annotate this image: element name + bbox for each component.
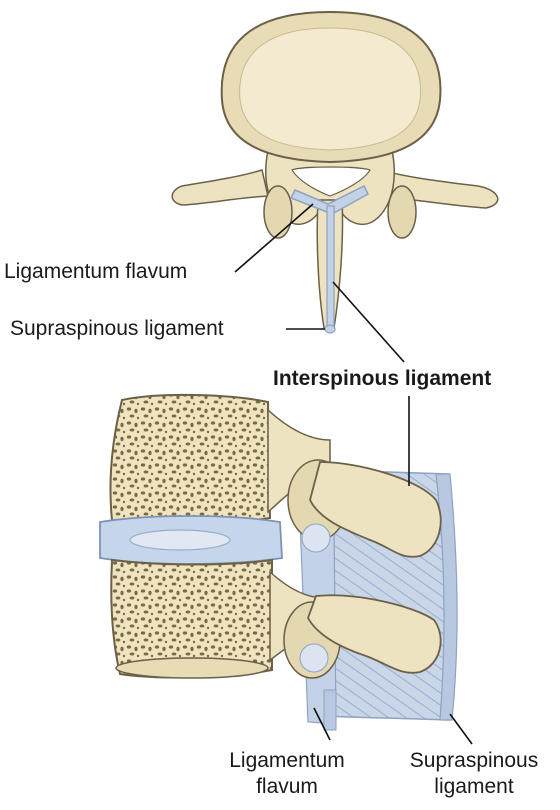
- upper-articular-facet: [301, 523, 331, 553]
- label-bottom-supraspinous-line2: ligament: [434, 775, 514, 798]
- label-top-supraspinous-ligament: Supraspinous ligament: [10, 317, 224, 340]
- vertebral-body-top-inner: [239, 27, 422, 151]
- leader-lines: [234, 203, 473, 745]
- label-bottom-ligamentum-line1: Ligamentum: [229, 749, 345, 772]
- lateral-spine-segment: [99, 393, 458, 731]
- leader-interspinous-top: [332, 281, 405, 363]
- label-bottom-supraspinous-line1: Supraspinous: [409, 749, 539, 772]
- lower-spinous-process: [307, 594, 442, 674]
- label-bottom-supraspinous-ligament: Supraspinous ligament: [394, 748, 554, 800]
- supraspinous-ligament-band: [435, 473, 458, 721]
- leader-top-ligamentum-flavum: [234, 203, 314, 273]
- label-interspinous-ligament: Interspinous ligament: [273, 367, 492, 390]
- top-vertebra: [171, 10, 499, 334]
- left-articular-process: [263, 185, 293, 239]
- leader-bottom-ligamentum-flavum: [313, 707, 331, 741]
- top-interspinous-strip: [326, 205, 335, 331]
- label-top-ligamentum-flavum: Ligamentum flavum: [4, 260, 188, 283]
- upper-vertebral-body: [109, 393, 272, 525]
- ligamentum-flavum-narrow: [323, 689, 337, 731]
- left-transverse-process: [171, 169, 269, 206]
- top-supraspinous-tip: [324, 324, 336, 334]
- upper-spinous-process: [309, 461, 442, 558]
- right-articular-process: [387, 185, 417, 239]
- lower-articular-facet: [299, 643, 329, 673]
- leader-bottom-supraspinous: [449, 713, 473, 745]
- vertebral-foramen: [291, 166, 371, 197]
- label-bottom-ligamentum-line2: flavum: [256, 775, 318, 798]
- nucleus-pulposus: [129, 529, 231, 551]
- lower-endplate: [115, 657, 269, 679]
- label-bottom-ligamentum-flavum: Ligamentum flavum: [212, 748, 362, 800]
